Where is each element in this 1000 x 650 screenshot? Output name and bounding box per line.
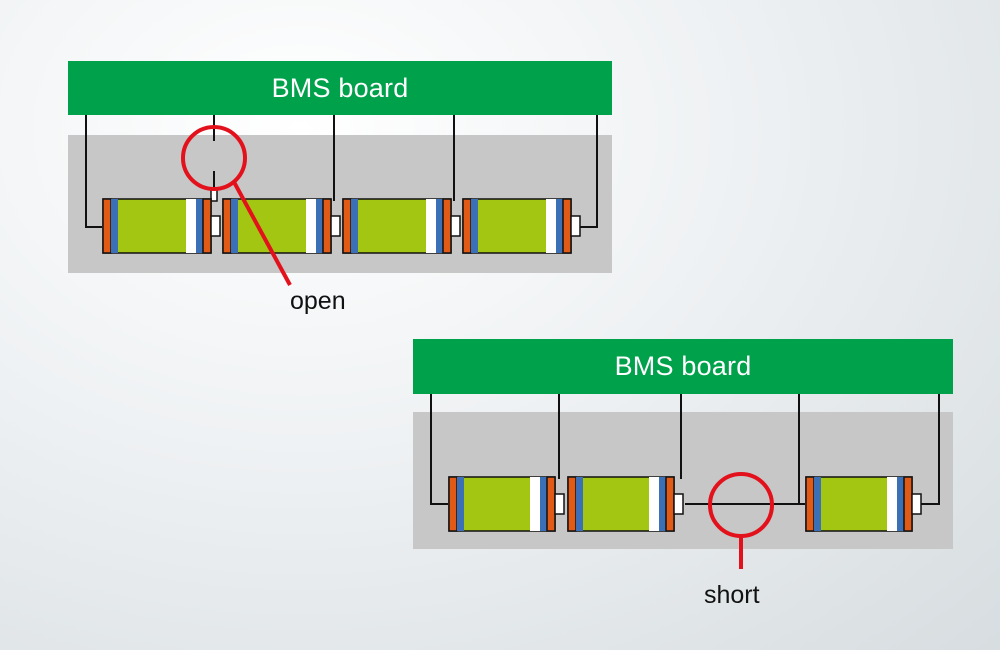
open-fault-label: open (290, 287, 346, 315)
sense-wire (430, 394, 448, 505)
battery-cell (222, 198, 341, 254)
fault-marker (181, 125, 292, 286)
sense-wire (85, 115, 102, 228)
bms-board-label: BMS board (271, 72, 409, 103)
open-circuit-diagram: BMS board (68, 61, 612, 286)
bms-board: BMS board (413, 339, 953, 394)
battery-cell (102, 198, 221, 254)
short-circuit-diagram: BMS board (413, 339, 953, 569)
battery-cell (805, 476, 922, 532)
battery-cell (448, 476, 565, 532)
fault-ring-icon (181, 125, 247, 191)
bms-board: BMS board (68, 61, 612, 115)
fault-ring-icon (708, 472, 774, 538)
fault-pointer (232, 181, 292, 286)
sense-wires (430, 394, 940, 505)
sense-wire (921, 394, 940, 505)
battery-cell (462, 198, 581, 254)
battery-cell (567, 476, 684, 532)
sense-wire (580, 115, 598, 228)
sense-wires (85, 115, 598, 228)
battery-cell (342, 198, 461, 254)
fault-marker (708, 472, 774, 569)
bms-board-label: BMS board (614, 351, 752, 381)
short-fault-label: short (704, 581, 760, 609)
